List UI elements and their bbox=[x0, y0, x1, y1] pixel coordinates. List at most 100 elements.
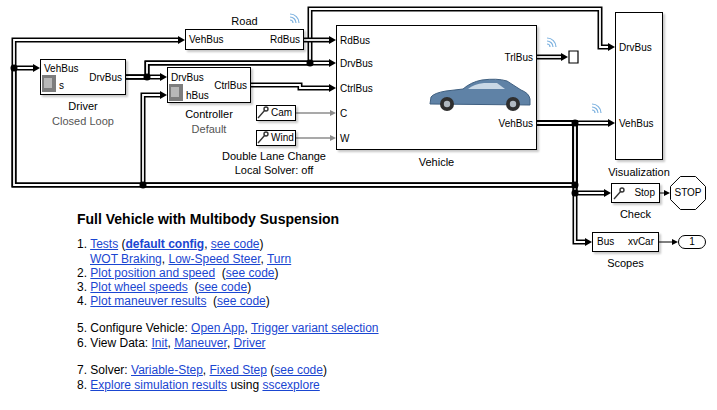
variant-icon bbox=[42, 75, 56, 92]
source-block: Cam bbox=[256, 105, 296, 121]
port-label: CtrlBus bbox=[340, 83, 373, 95]
port-label: hBus bbox=[186, 90, 209, 102]
arrowhead bbox=[160, 73, 167, 81]
list-text: ( bbox=[206, 294, 217, 308]
bus-core bbox=[14, 68, 575, 185]
block-caption: Default bbox=[192, 123, 227, 136]
wrench-icon bbox=[258, 107, 268, 118]
list-text: ) bbox=[247, 280, 251, 294]
list-text: , bbox=[168, 336, 175, 350]
port-label: VehBus bbox=[44, 63, 78, 75]
arrowhead bbox=[329, 36, 336, 44]
list-text: 4. bbox=[77, 294, 90, 308]
wrench-head bbox=[264, 107, 268, 111]
stop-octagon: STOP bbox=[670, 176, 706, 210]
car-wheel bbox=[506, 97, 520, 111]
link-text: Variable-Step bbox=[131, 363, 203, 377]
bus-outline bbox=[251, 85, 329, 88]
arrowhead bbox=[329, 84, 336, 92]
list-line: 2. Plot position and speed (see code) bbox=[77, 266, 278, 280]
signal-line bbox=[296, 112, 330, 113]
link-text: Init bbox=[151, 336, 167, 350]
connector bbox=[14, 64, 575, 185]
arrowhead bbox=[608, 119, 615, 127]
port-label: VehBus bbox=[499, 118, 533, 130]
wireless-arc bbox=[547, 38, 556, 47]
list-line: WOT Braking, Low-Speed Steer, Turn bbox=[90, 252, 291, 266]
subsystem-block: VehBussDrvBusDriverClosed Loop bbox=[40, 59, 126, 95]
port-label: DrvBus bbox=[89, 72, 122, 84]
wireless-arc bbox=[592, 110, 595, 113]
wireless-arc bbox=[592, 104, 601, 113]
connector bbox=[14, 36, 575, 185]
link-text: Open App bbox=[191, 321, 244, 335]
wireless-arc bbox=[547, 44, 550, 47]
arrowhead bbox=[585, 238, 592, 246]
list-line: 6. View Data: Init, Maneuver, Driver bbox=[77, 336, 266, 350]
link-text: sscexplore bbox=[262, 378, 319, 392]
wrench-head bbox=[620, 188, 624, 192]
list-line: 3. Plot wheel speeds (see code) bbox=[77, 280, 251, 294]
icon-front bbox=[44, 78, 52, 88]
wireless-icon bbox=[290, 14, 299, 23]
connector bbox=[304, 36, 336, 44]
link-text: Driver bbox=[234, 336, 266, 350]
port-label: Wind bbox=[271, 132, 294, 144]
car-hub bbox=[510, 101, 516, 107]
connector bbox=[143, 91, 575, 185]
wireless-arc bbox=[290, 20, 293, 23]
car-hub bbox=[444, 101, 450, 107]
connector bbox=[659, 239, 678, 245]
wireless-arc bbox=[290, 17, 296, 23]
link-text: see code bbox=[226, 266, 275, 280]
block-name: Scopes bbox=[607, 257, 644, 270]
list-line: 1. Tests (default config, see code) bbox=[77, 237, 264, 251]
bus-outline bbox=[14, 40, 575, 185]
bus-outline bbox=[143, 95, 575, 185]
wrench-shaft bbox=[258, 110, 265, 118]
list-text: , bbox=[162, 252, 169, 266]
link-text: see code bbox=[211, 237, 260, 251]
connector bbox=[660, 190, 670, 196]
scope-block: BusxvCarScopes bbox=[592, 232, 659, 252]
link-text: Plot position and speed bbox=[90, 266, 215, 280]
list-text: 5. Configure Vehicle: bbox=[77, 321, 191, 335]
arrowhead bbox=[608, 43, 615, 51]
list-line: 7. Solver: Variable-Step, Fixed Step (se… bbox=[77, 363, 327, 377]
list-text: ( bbox=[118, 237, 125, 251]
link-text: see code bbox=[198, 280, 247, 294]
port-label: DrvBus bbox=[171, 72, 204, 84]
port-label: xvCar bbox=[628, 236, 654, 248]
port-label: s bbox=[59, 80, 64, 92]
list-line: 5. Configure Vehicle: Open App, Trigger … bbox=[77, 321, 379, 335]
bus-core bbox=[143, 95, 575, 185]
block-name: Vehicle bbox=[419, 156, 454, 169]
link-text: Tests bbox=[90, 237, 118, 251]
wrench-shaft bbox=[258, 135, 265, 143]
signal-line bbox=[296, 137, 330, 138]
port-label: STOP bbox=[674, 187, 701, 199]
junction-dot bbox=[11, 65, 18, 72]
variant-icon bbox=[169, 84, 183, 101]
link-text: Trigger variant selection bbox=[251, 321, 379, 335]
list-text: using bbox=[227, 378, 262, 392]
arrowhead bbox=[178, 36, 185, 44]
link-text: WOT Braking bbox=[90, 252, 162, 266]
block-caption: Closed Loop bbox=[52, 115, 114, 128]
list-text: 2. bbox=[77, 266, 90, 280]
block-name: Check bbox=[620, 208, 651, 221]
arrowhead bbox=[160, 91, 167, 99]
list-text: 3. bbox=[77, 280, 90, 294]
bus-core bbox=[537, 56, 561, 58]
bus-outline bbox=[537, 55, 561, 60]
list-text: ) bbox=[274, 266, 278, 280]
list-text: ) bbox=[266, 294, 270, 308]
port-label: CtrlBus bbox=[214, 80, 247, 92]
icon-back bbox=[169, 84, 183, 101]
link-text: see code bbox=[217, 294, 266, 308]
maneuver-caption: Local Solver: off bbox=[235, 164, 314, 177]
vehicle-block: RdBusDrvBusCtrlBusCWTrlBusVehBusVehicle bbox=[336, 25, 537, 150]
link-text: Explore simulation results bbox=[90, 378, 227, 392]
source-block: Wind bbox=[256, 130, 296, 146]
octagon-shape bbox=[671, 177, 706, 210]
